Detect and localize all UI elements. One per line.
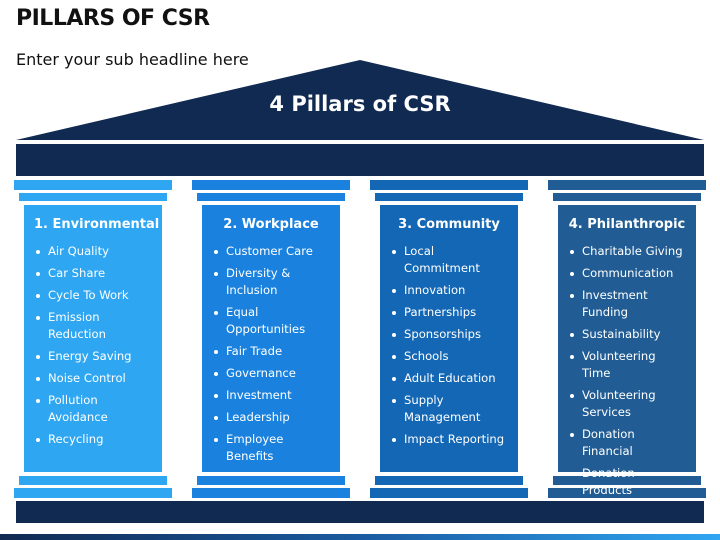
pillar-list-item: Diversity & Inclusion (212, 265, 330, 299)
pillar-heading: 2. Workplace (223, 217, 319, 232)
pillar-list-item: Sustainability (568, 326, 686, 343)
pillar-base-band (370, 488, 528, 498)
roof-title: 4 Pillars of CSR (269, 92, 451, 116)
pillar-list-item: Sponsorships (390, 326, 508, 343)
pillar-list-item: Communication (568, 265, 686, 282)
upper-beam (16, 144, 704, 176)
pillar-list-item: Investment (212, 387, 330, 404)
pillar-base-band (197, 476, 345, 485)
roof-triangle (16, 60, 704, 140)
pillar-capital-band (548, 180, 706, 190)
pillar-list-item: Recycling (34, 431, 152, 448)
pillar-base-band (14, 488, 172, 498)
pillar-list-item: Governance (212, 365, 330, 382)
slide-title: PILLARS OF CSR (16, 6, 210, 31)
floor-stripe (0, 534, 720, 540)
pillar-capital-band (197, 193, 345, 201)
pillar-capital-band (370, 180, 528, 190)
roof-separator (16, 140, 704, 143)
pillar-base-band (548, 488, 706, 498)
pillar-heading: 1. Environmental (34, 217, 160, 232)
pillar-list-item: Energy Saving (34, 348, 152, 365)
pillar-capital-band (19, 193, 167, 201)
pillar-base-band (19, 476, 167, 485)
pillar-list-item: Supply Management (390, 392, 508, 426)
pillar-list-item: Donation Financial (568, 426, 686, 460)
pillar-list-item: Noise Control (34, 370, 152, 387)
pillar-base-band (192, 488, 350, 498)
pillar-list-item: Employee Benefits (212, 431, 330, 465)
pillar-base-band (553, 476, 701, 485)
pillar-capital-band (553, 193, 701, 201)
pillar-list-item: Car Share (34, 265, 152, 282)
pillar-list-item: Schools (390, 348, 508, 365)
pillar-list-item: Emission Reduction (34, 309, 152, 343)
pillar-list-item: Fair Trade (212, 343, 330, 360)
pillar-list-item: Investment Funding (568, 287, 686, 321)
pillar-list-item: Pollution Avoidance (34, 392, 152, 426)
slide-subtitle: Enter your sub headline here (16, 50, 249, 69)
pillar-list-item: Impact Reporting (390, 431, 508, 448)
pillar-base-band (375, 476, 523, 485)
pillar-list-item: Customer Care (212, 243, 330, 260)
pillar-list-item: Air Quality (34, 243, 152, 260)
pillar-heading: 3. Community (398, 217, 500, 232)
pillar-list-item: Local Commitment (390, 243, 508, 277)
base-beam (16, 501, 704, 523)
pillar-list-item: Charitable Giving (568, 243, 686, 260)
pillar-capital-band (192, 180, 350, 190)
pillar-list-item: Donation Products (568, 465, 686, 499)
pillar-list-item: Volunteering Time (568, 348, 686, 382)
pillar-heading: 4. Philanthropic (568, 217, 686, 232)
pillar-list-item: Cycle To Work (34, 287, 152, 304)
pillar-list-item: Volunteering Services (568, 387, 686, 421)
pillar-capital-band (375, 193, 523, 201)
pillar-list-item: Equal Opportunities (212, 304, 330, 338)
pillar-capital-band (14, 180, 172, 190)
pillar-list-item: Leadership (212, 409, 330, 426)
pillar-list-item: Adult Education (390, 370, 508, 387)
pillar-list-item: Partnerships (390, 304, 508, 321)
pillar-list-item: Innovation (390, 282, 508, 299)
